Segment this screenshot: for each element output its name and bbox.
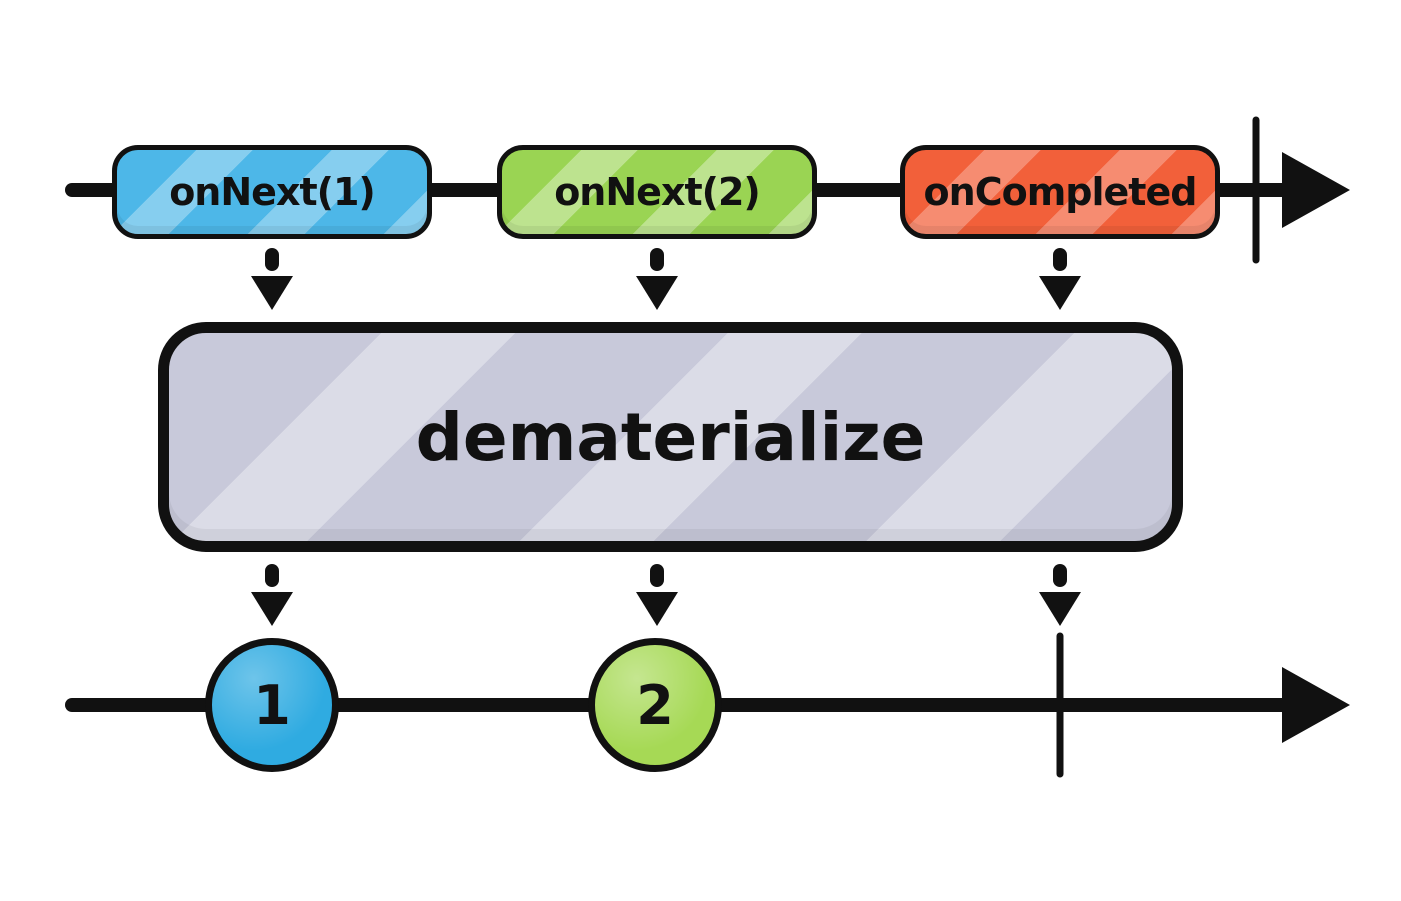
event-pill-onnext-2-label: onNext(2) bbox=[554, 170, 761, 214]
source-timeline-arrowhead-icon bbox=[1282, 152, 1350, 228]
result-timeline-arrowhead-icon bbox=[1282, 667, 1350, 743]
event-pill-oncompleted: onCompleted bbox=[900, 145, 1220, 239]
event-pill-onnext-2: onNext(2) bbox=[497, 145, 817, 239]
down-arrow-result-3 bbox=[1039, 564, 1081, 626]
down-arrow-result-1 bbox=[251, 564, 293, 626]
operator-label: dematerialize bbox=[415, 398, 926, 476]
result-marble-2-label: 2 bbox=[636, 673, 674, 737]
down-arrow-source-3 bbox=[1039, 248, 1081, 310]
result-marble-1-label: 1 bbox=[253, 673, 291, 737]
result-marble-2: 2 bbox=[588, 638, 722, 772]
event-pill-onnext-1-label: onNext(1) bbox=[169, 170, 376, 214]
down-arrow-source-1 bbox=[251, 248, 293, 310]
result-marble-1: 1 bbox=[205, 638, 339, 772]
event-pill-onnext-1: onNext(1) bbox=[112, 145, 432, 239]
event-pill-oncompleted-label: onCompleted bbox=[923, 170, 1198, 214]
operator-box: dematerialize bbox=[158, 322, 1183, 552]
down-arrow-source-2 bbox=[636, 248, 678, 310]
down-arrow-result-2 bbox=[636, 564, 678, 626]
